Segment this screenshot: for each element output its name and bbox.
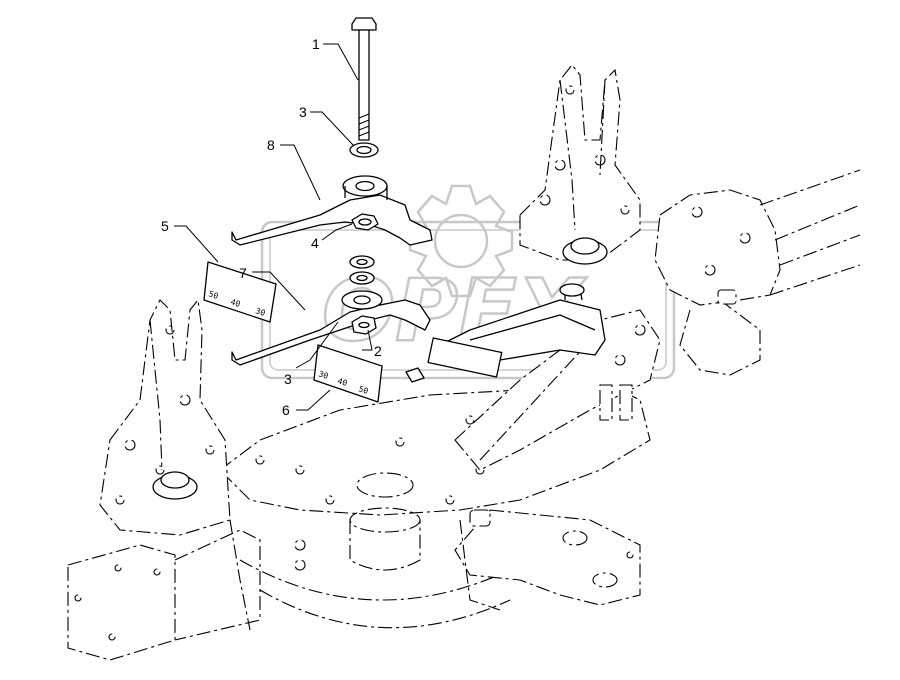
- diagonal-link: [454, 309, 661, 471]
- right-bracket: [519, 64, 641, 261]
- callout-3-bottom: 3: [284, 371, 292, 387]
- scale-5-mark-3: 30: [254, 306, 266, 318]
- frame-bolt-left: [152, 471, 198, 500]
- callout-5: 5: [161, 218, 169, 234]
- callout-1: 1: [312, 36, 320, 52]
- turntable: [239, 507, 531, 629]
- frame-bolt-right: [562, 237, 608, 265]
- right-front-arm: [454, 509, 641, 611]
- part-2-nut: [351, 315, 377, 335]
- callout-6: 6: [282, 402, 290, 418]
- callouts: 1 2 3 3 4 5 6 7 8: [161, 36, 382, 418]
- scale-5-mark-2: 40: [229, 297, 241, 309]
- part-4-nut: [351, 213, 379, 231]
- part-5-scale-label: 50 40 30: [203, 261, 277, 323]
- left-front-block: [67, 519, 306, 661]
- part-3-washer-top: [349, 142, 379, 158]
- callout-8: 8: [267, 137, 275, 153]
- scale-5-mark-1: 50: [207, 289, 219, 301]
- part-1-bolt: [351, 17, 377, 141]
- left-upright: [99, 298, 231, 536]
- callout-4: 4: [311, 235, 319, 251]
- callout-3-top: 3: [299, 104, 307, 120]
- scale-6-mark-2: 40: [336, 376, 348, 388]
- scale-6-mark-1: 30: [317, 369, 329, 381]
- part-7-clamp-bracket: [231, 290, 431, 366]
- part-6-scale-label: 30 40 50: [313, 344, 383, 403]
- leader-lines: [174, 43, 373, 411]
- installed-assembly: [405, 283, 606, 383]
- part-washer-middle: [349, 255, 375, 285]
- callout-2: 2: [374, 343, 382, 359]
- callout-7: 7: [239, 265, 247, 281]
- part-8-clamp-bracket: [231, 175, 433, 246]
- rear-hitch: [654, 169, 861, 376]
- scale-6-mark-3: 50: [357, 384, 369, 396]
- watermark-gear-icon: [408, 184, 514, 298]
